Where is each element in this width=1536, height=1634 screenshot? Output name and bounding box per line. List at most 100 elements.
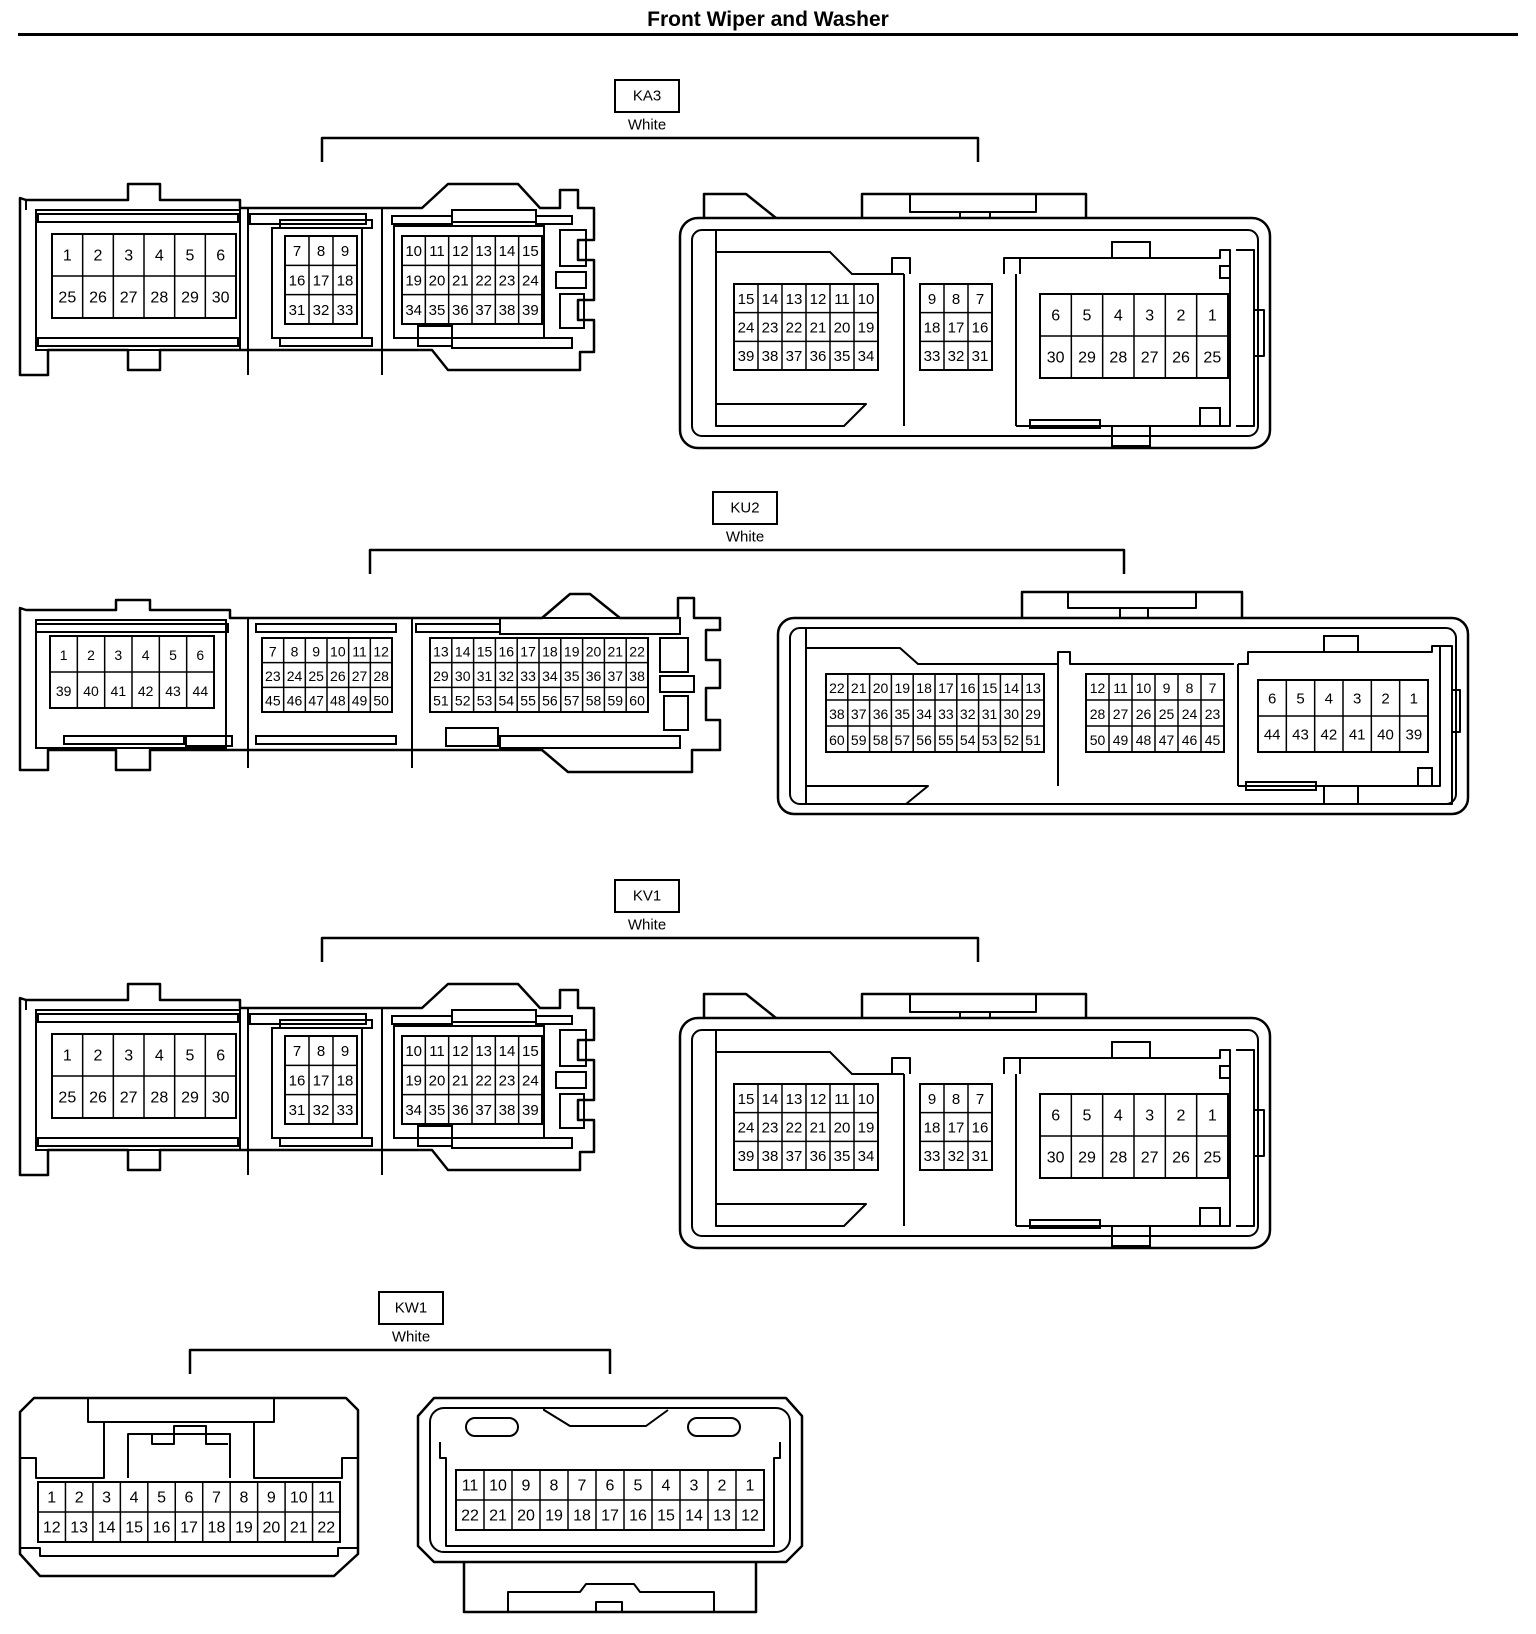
housing-outline [1111,425,1151,447]
pin-label: 46 [1182,732,1198,748]
pin-label: 10 [290,1490,308,1507]
pin-label: 6 [196,647,204,663]
pin-label: 36 [452,1102,469,1119]
housing-outline [451,337,573,349]
pin-label: 59 [851,732,867,748]
pin-label: 32 [313,1102,330,1119]
pin-label: 21 [452,1073,469,1090]
pin-label: 13 [433,643,449,659]
connector-color-label: White [726,529,764,546]
pin-label: 23 [1205,706,1221,722]
pin-label: 40 [83,683,99,699]
pin-label: 6 [216,1048,225,1065]
housing-outline [715,1030,867,1227]
connector-color-label: White [628,917,666,934]
pin-label: 8 [952,1091,960,1108]
housing-outline [255,735,397,745]
pin-label: 18 [916,680,932,696]
pin-label: 30 [212,290,230,307]
pin-label: 10 [489,1478,507,1495]
pin-label: 29 [181,290,199,307]
housing-outline [716,1051,904,1075]
pin-label: 58 [586,693,602,709]
housing-outline [559,1093,585,1129]
pin-label: 27 [120,290,138,307]
pin-label: 22 [475,273,492,290]
pin-label: 18 [924,320,941,337]
housing-outline [499,735,681,749]
pin-label: 5 [634,1478,643,1495]
pin-label: 7 [293,243,301,260]
pin-label: 26 [89,290,107,307]
pin-label: 4 [1114,1108,1123,1125]
housing-outline [279,1137,373,1147]
pin-label: 14 [455,643,471,659]
pin-label: 4 [130,1490,139,1507]
pin-label: 55 [938,732,954,748]
pin-label: 2 [1177,308,1186,325]
pin-label: 18 [573,1508,591,1525]
pin-label: 8 [317,1043,325,1060]
pin-label: 16 [153,1520,171,1537]
housing-outline [445,727,499,747]
pin-label: 48 [1136,732,1152,748]
housing-outline [659,637,689,673]
pin-label: 22 [475,1073,492,1090]
pin-label: 9 [267,1490,276,1507]
pin-label: 22 [317,1520,335,1537]
housing-outline [35,619,227,749]
pin-label: 3 [690,1478,699,1495]
pin-label: 14 [685,1508,703,1525]
pin-label: 39 [738,348,755,365]
pin-grid-frame [284,235,358,325]
housing-outline [451,209,537,223]
pin-label: 32 [948,1148,965,1165]
housing-outline [185,735,233,747]
pin-label: 22 [461,1508,479,1525]
pin-label: 6 [216,248,225,265]
pin-grid-frame [919,283,993,371]
pin-label: 17 [948,1120,965,1137]
pin-label: 21 [290,1520,308,1537]
pin-label: 16 [629,1508,647,1525]
housing-outline [535,1015,573,1025]
pin-label: 41 [1349,727,1366,744]
pin-label: 26 [330,668,346,684]
pin-label: 35 [429,1102,446,1119]
housing-outline [417,1125,453,1147]
housing-outline [1254,1109,1265,1157]
pin-label: 16 [289,273,306,290]
pin-label: 9 [312,643,320,659]
connector-id-box [614,79,680,113]
pin-label: 7 [976,1091,984,1108]
pin-label: 28 [1109,1150,1127,1167]
pin-label: 6 [1268,691,1276,708]
pin-label: 11 [834,1091,850,1108]
pin-label: 4 [155,248,164,265]
pin-label: 12 [43,1520,61,1537]
pin-label: 15 [738,1091,755,1108]
pin-label: 30 [1047,350,1065,367]
pin-label: 11 [462,1478,479,1495]
pin-label: 1 [746,1478,755,1495]
pin-label: 9 [522,1478,531,1495]
housing-outline [1219,1065,1231,1079]
housing-outline [1067,592,1197,609]
pin-label: 19 [858,1120,875,1137]
pin-label: 23 [265,668,281,684]
pin-label: 3 [124,248,133,265]
pin-label: 19 [405,1073,422,1090]
pin-label: 10 [330,643,346,659]
housing-outline [1219,265,1231,279]
housing-outline [18,182,596,377]
pin-label: 11 [429,243,445,260]
housing-outline [18,592,722,774]
pin-label: 9 [928,1091,936,1108]
pin-label: 2 [718,1478,727,1495]
pin-label: 22 [629,643,645,659]
housing-outline [555,271,587,289]
pin-label: 38 [762,348,779,365]
housing-outline [391,1015,453,1025]
